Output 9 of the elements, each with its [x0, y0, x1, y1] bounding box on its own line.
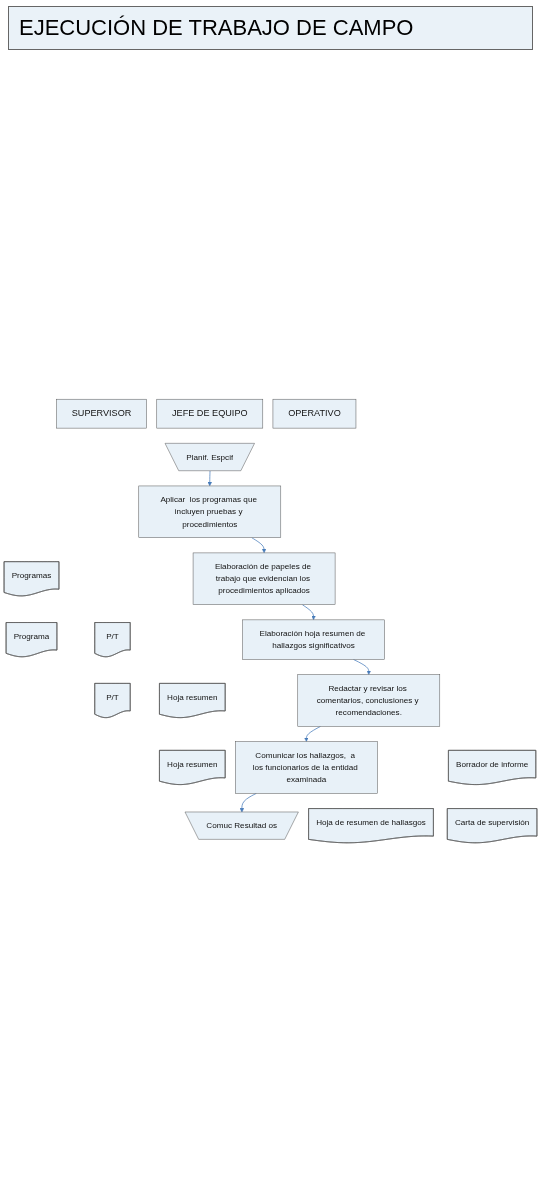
node-box: JEFE DE EQUIPO	[156, 398, 264, 429]
node-box: Aplicar los programas que incluyen pruebas y procedimientos	[138, 485, 282, 538]
node-box: OPERATIVO	[272, 398, 357, 429]
node-box: SUPERVISOR	[56, 398, 147, 429]
node-box: Elaboración hoja resumen de hallazgos significativos	[242, 619, 385, 660]
diagram-title: EJECUCIÓN DE TRABAJO DE CAMPO	[8, 6, 533, 50]
node-box: Elaboración de papeles de trabajo que evidencian los procedimientos aplicados	[192, 552, 336, 605]
node-box: Comunicar los hallazgos, a los funcionarios de la entidad examinada	[235, 741, 378, 794]
node-box: Redactar y revisar los comentarios, conclusiones y recomendaciones.	[297, 674, 441, 727]
